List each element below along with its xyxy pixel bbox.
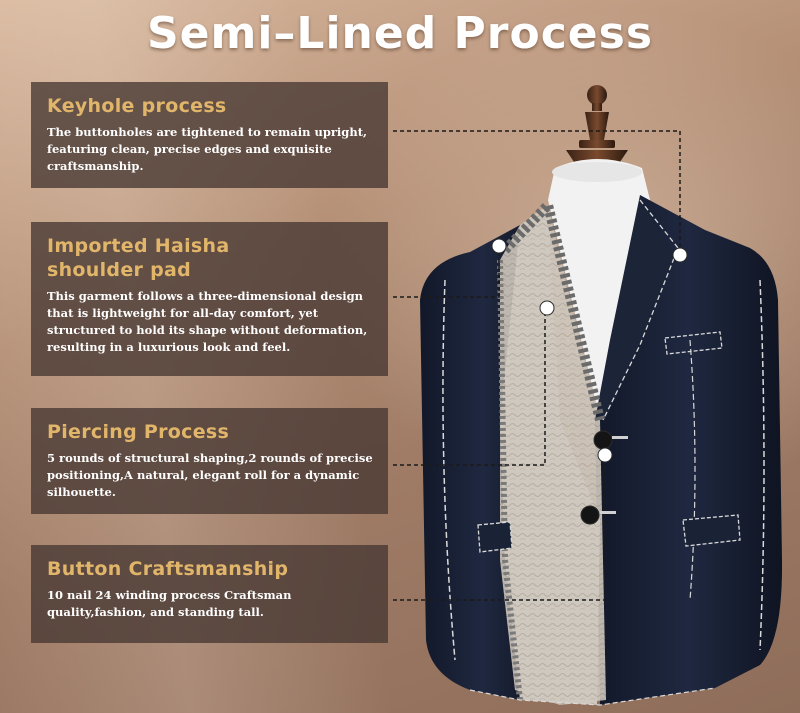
- panel-heading: Imported Haisha shoulder pad: [47, 235, 230, 281]
- panel-heading: Keyhole process: [47, 95, 227, 117]
- button-marker: [597, 447, 613, 463]
- panel-body: The buttonholes are tightened to remain …: [47, 125, 368, 173]
- jacket-body: [420, 194, 783, 706]
- mannequin-finial: [566, 85, 628, 162]
- panel-body: 5 rounds of structural shaping,2 rounds …: [47, 451, 373, 499]
- keyhole-process-panel: Keyhole process The buttonholes are tigh…: [31, 82, 388, 188]
- panel-body: This garment follows a three-dimensional…: [47, 289, 368, 354]
- page-title: Semi–Lined Process: [146, 8, 654, 59]
- panel-body: 10 nail 24 winding process Craftsman qua…: [47, 588, 292, 619]
- mannequin-neck: [548, 159, 650, 420]
- panel-heading: Piercing Process: [47, 421, 230, 443]
- piercing-marker: [539, 300, 555, 316]
- blazer-illustration: [420, 85, 783, 706]
- shoulder-pad-panel: Imported Haisha shoulder pad This garmen…: [31, 222, 388, 376]
- piercing-process-panel: Piercing Process 5 rounds of structural …: [31, 408, 388, 514]
- shoulder-pad-marker: [491, 238, 507, 254]
- jacket-buttons: [580, 430, 628, 525]
- panel-heading: Button Craftsmanship: [47, 558, 289, 580]
- keyhole-marker: [672, 247, 688, 263]
- button-craftsmanship-panel: Button Craftsmanship 10 nail 24 winding …: [31, 545, 388, 643]
